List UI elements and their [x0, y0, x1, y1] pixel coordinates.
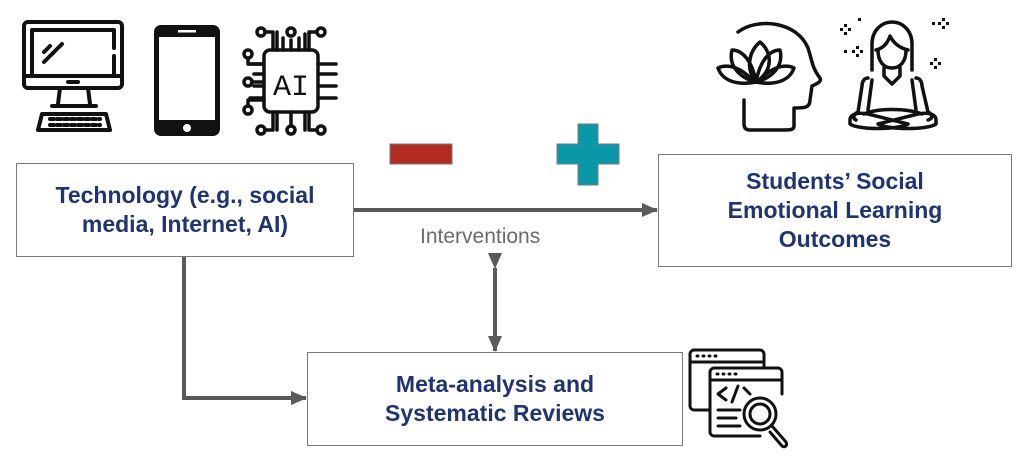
- desktop-computer-icon: [22, 20, 124, 132]
- code-review-search-icon: [688, 348, 788, 449]
- sel-outcomes-node: Students’ Social Emotional Learning Outc…: [658, 154, 1012, 267]
- sel-line-1: Students’ Social: [746, 168, 924, 194]
- interventions-label: Interventions: [420, 225, 541, 248]
- sel-line-3: Outcomes: [778, 226, 892, 252]
- smartphone-icon: [154, 25, 220, 136]
- plus-sign: [556, 123, 620, 186]
- sel-line-2: Emotional Learning: [727, 197, 943, 223]
- technology-line-2: media, Internet, AI): [81, 211, 289, 237]
- meta-analysis-node: Meta-analysis and Systematic Reviews: [307, 352, 683, 446]
- meta-line-1: Meta-analysis and: [395, 371, 595, 397]
- meta-line-2: Systematic Reviews: [385, 400, 605, 426]
- meditating-person-icon: [840, 18, 949, 131]
- ai-chip-icon: AI: [242, 26, 338, 136]
- arrow-technology-to-meta: [182, 257, 307, 405]
- head-lotus-icon: [716, 21, 823, 132]
- minus-sign: [389, 143, 453, 165]
- technology-node: Technology (e.g., social media, Internet…: [16, 163, 354, 257]
- svg-text:AI: AI: [273, 71, 309, 105]
- technology-line-1: Technology (e.g., social: [55, 182, 315, 208]
